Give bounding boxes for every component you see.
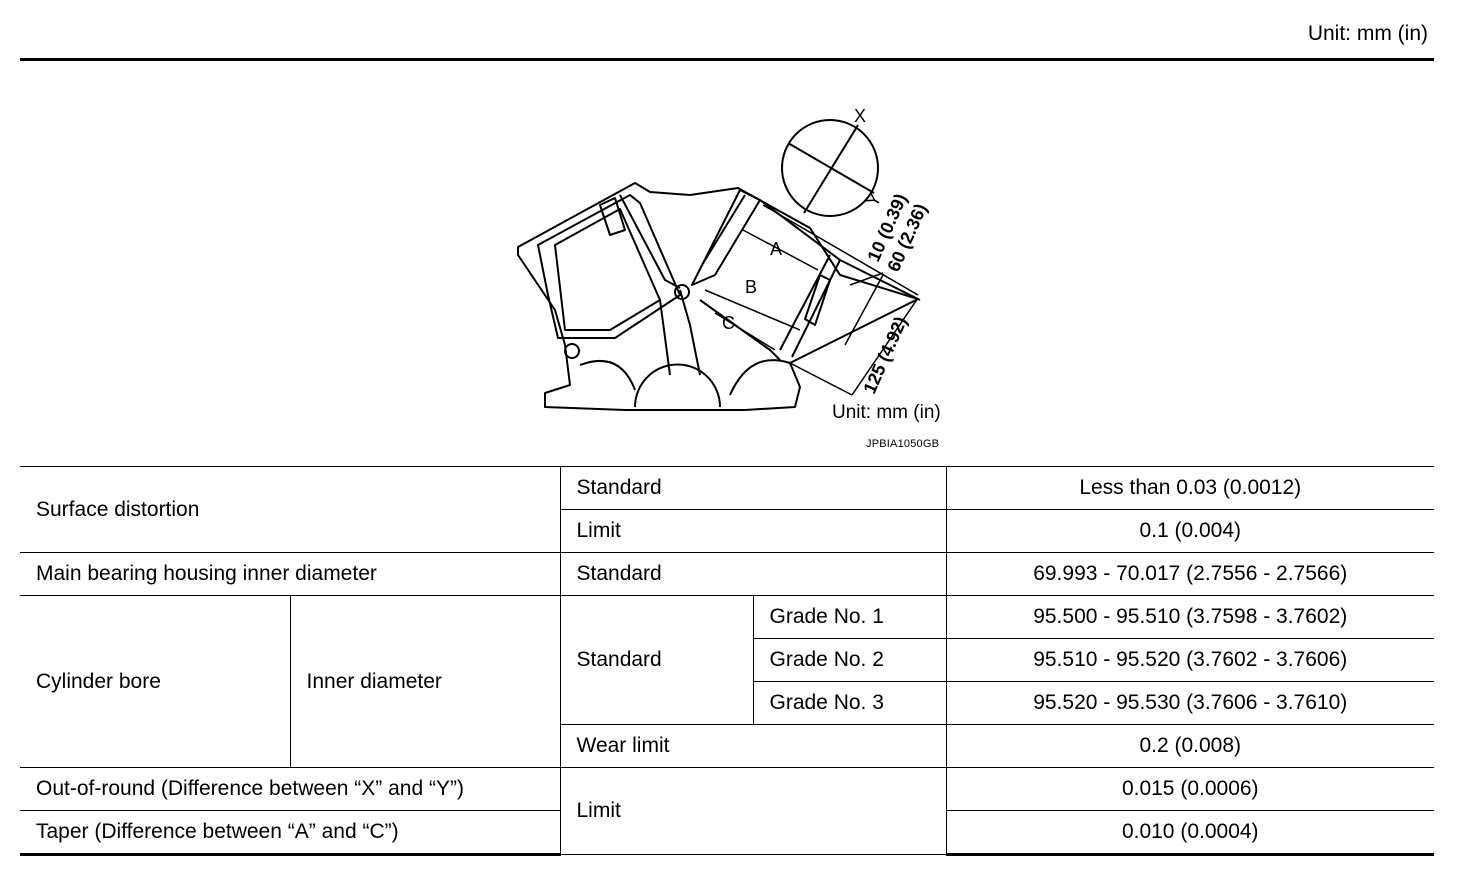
out-of-round-label: Out-of-round (Difference between “X” and… (20, 767, 561, 811)
spec-table: Surface distortion Standard Less than 0.… (20, 466, 1434, 856)
label-b: B (745, 277, 757, 297)
main-bearing-arc (634, 363, 721, 408)
taper-value: 0.010 (0.0004) (945, 810, 1434, 856)
dim-125: 125 (4.92) (859, 314, 911, 397)
grade-3-label: Grade No. 3 (753, 681, 947, 725)
figure-unit-label: Unit: mm (in) (832, 402, 941, 423)
round-taper-limit-label: Limit (559, 767, 947, 855)
table-row: Cylinder bore Inner diameter Standard Gr… (20, 595, 1434, 768)
table-row: Surface distortion Standard Less than 0.… (20, 466, 1434, 553)
table-row: Wear limit 0.2 (0.008) (20, 724, 1434, 768)
y-dim-line (803, 124, 859, 214)
main-bearing-standard-value: 69.993 - 70.017 (2.7556 - 2.7566) (945, 552, 1434, 596)
main-bearing-standard-label: Standard (559, 552, 947, 596)
surface-standard-value: Less than 0.03 (0.0012) (945, 466, 1434, 510)
table-row: Out-of-round (Difference between “X” and… (20, 767, 1434, 855)
table-row: Grade No. 3 95.520 - 95.530 (3.7606 - 3.… (20, 681, 1434, 725)
cylinder-bore-label: Cylinder bore (20, 595, 291, 768)
main-bearing-label: Main bearing housing inner diameter (20, 552, 561, 596)
table-row: Main bearing housing inner diameter Stan… (20, 552, 1434, 596)
table-row: Taper (Difference between “A” and “C”) 0… (20, 810, 1434, 856)
grade-2-value: 95.510 - 95.520 (3.7602 - 3.7606) (945, 638, 1434, 682)
grade-1-value: 95.500 - 95.510 (3.7598 - 3.7602) (945, 595, 1434, 639)
surface-distortion-label: Surface distortion (20, 466, 561, 553)
label-x: X (854, 106, 866, 126)
taper-label: Taper (Difference between “A” and “C”) (20, 810, 561, 856)
inner-diameter-label: Inner diameter (289, 595, 561, 768)
label-c: C (722, 313, 735, 333)
table-row: Limit 0.1 (0.004) (20, 509, 1434, 553)
unit-label: Unit: mm (in) (1307, 22, 1428, 45)
surface-standard-label: Standard (559, 466, 947, 510)
label-a: A (770, 239, 782, 259)
bore-circle (781, 119, 879, 217)
surface-limit-label: Limit (560, 509, 947, 553)
cylinder-block-diagram: X Y A B C 10 (0.39) 60 (2.36) 125 (4.92) (517, 106, 931, 411)
grade-1-label: Grade No. 1 (752, 595, 947, 639)
out-of-round-value: 0.015 (0.0006) (945, 767, 1434, 811)
grade-2-label: Grade No. 2 (753, 638, 947, 682)
block-outline (517, 182, 919, 411)
grade-3-value: 95.520 - 95.530 (3.7606 - 3.7610) (945, 681, 1434, 725)
wear-limit-label: Wear limit (560, 724, 947, 768)
figure-code: JPBIA1050GB (866, 438, 940, 450)
bore-standard-label: Standard (559, 595, 754, 725)
table-row: Grade No. 2 95.510 - 95.520 (3.7602 - 3.… (20, 638, 1434, 682)
wear-limit-value: 0.2 (0.008) (945, 724, 1434, 768)
top-rule (20, 58, 1434, 61)
surface-limit-value: 0.1 (0.004) (945, 509, 1434, 553)
